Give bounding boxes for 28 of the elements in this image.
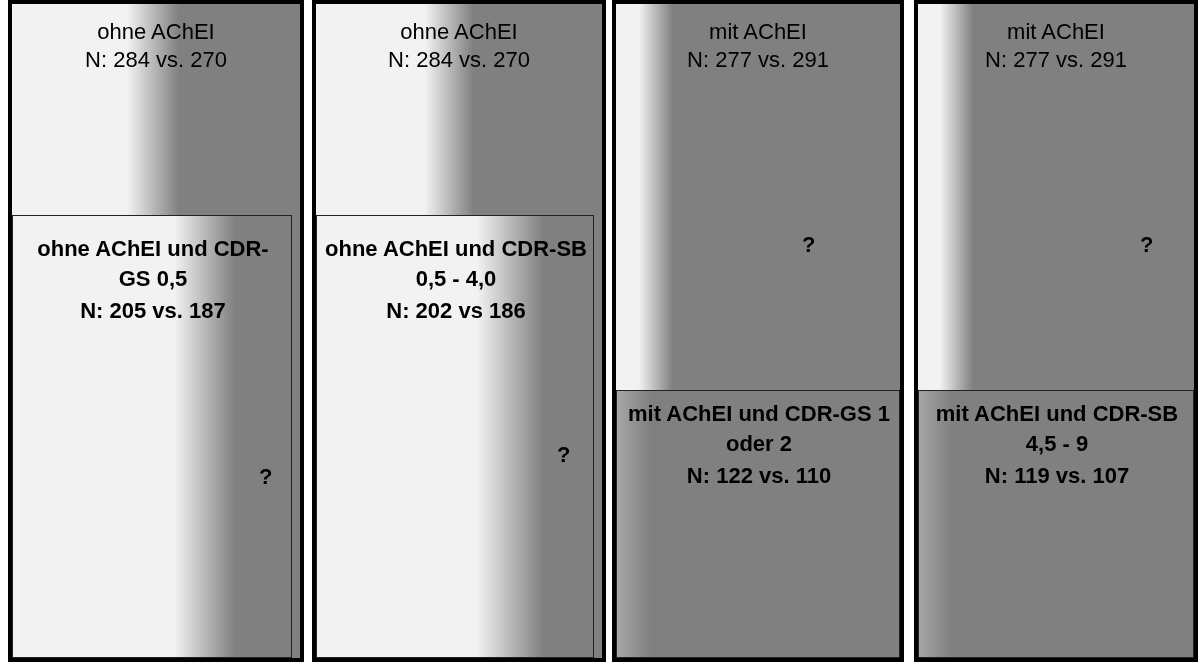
subgroup-title: ohne AChEI und CDR-GS 0,5 [36,235,270,293]
subgroup-panel [316,215,594,658]
sample-size: N: 202 vs 186 [385,297,527,325]
sample-size: N: 284 vs. 270 [84,46,228,74]
question-mark: ? [557,442,571,468]
question-mark: ? [259,464,273,490]
group-title: mit AChEI [708,18,808,46]
group-title: mit AChEI [1006,18,1106,46]
group-title: ohne AChEI [399,18,519,46]
sample-size: N: 122 vs. 110 [685,462,833,490]
subgroup-panel [918,390,1194,658]
subgroup-title: ohne AChEI und CDR-SB 0,5 - 4,0 [324,235,588,293]
subgroup-panel [12,215,292,658]
sample-size: N: 119 vs. 107 [983,462,1131,490]
subgroup-title: mit AChEI und CDR-GS 1 oder 2 [627,400,891,458]
question-mark: ? [802,232,816,258]
group-column [914,0,1198,662]
group-column [612,0,904,662]
subgroup-panel [616,390,900,658]
subgroup-title: mit AChEI und CDR-SB 4,5 - 9 [934,400,1180,458]
sample-size: N: 277 vs. 291 [686,46,830,74]
question-mark: ? [1140,232,1154,258]
sample-size: N: 284 vs. 270 [387,46,531,74]
sample-size: N: 277 vs. 291 [984,46,1128,74]
sample-size: N: 205 vs. 187 [79,297,227,325]
group-title: ohne AChEI [96,18,216,46]
group-column [312,0,606,662]
group-column [8,0,304,662]
